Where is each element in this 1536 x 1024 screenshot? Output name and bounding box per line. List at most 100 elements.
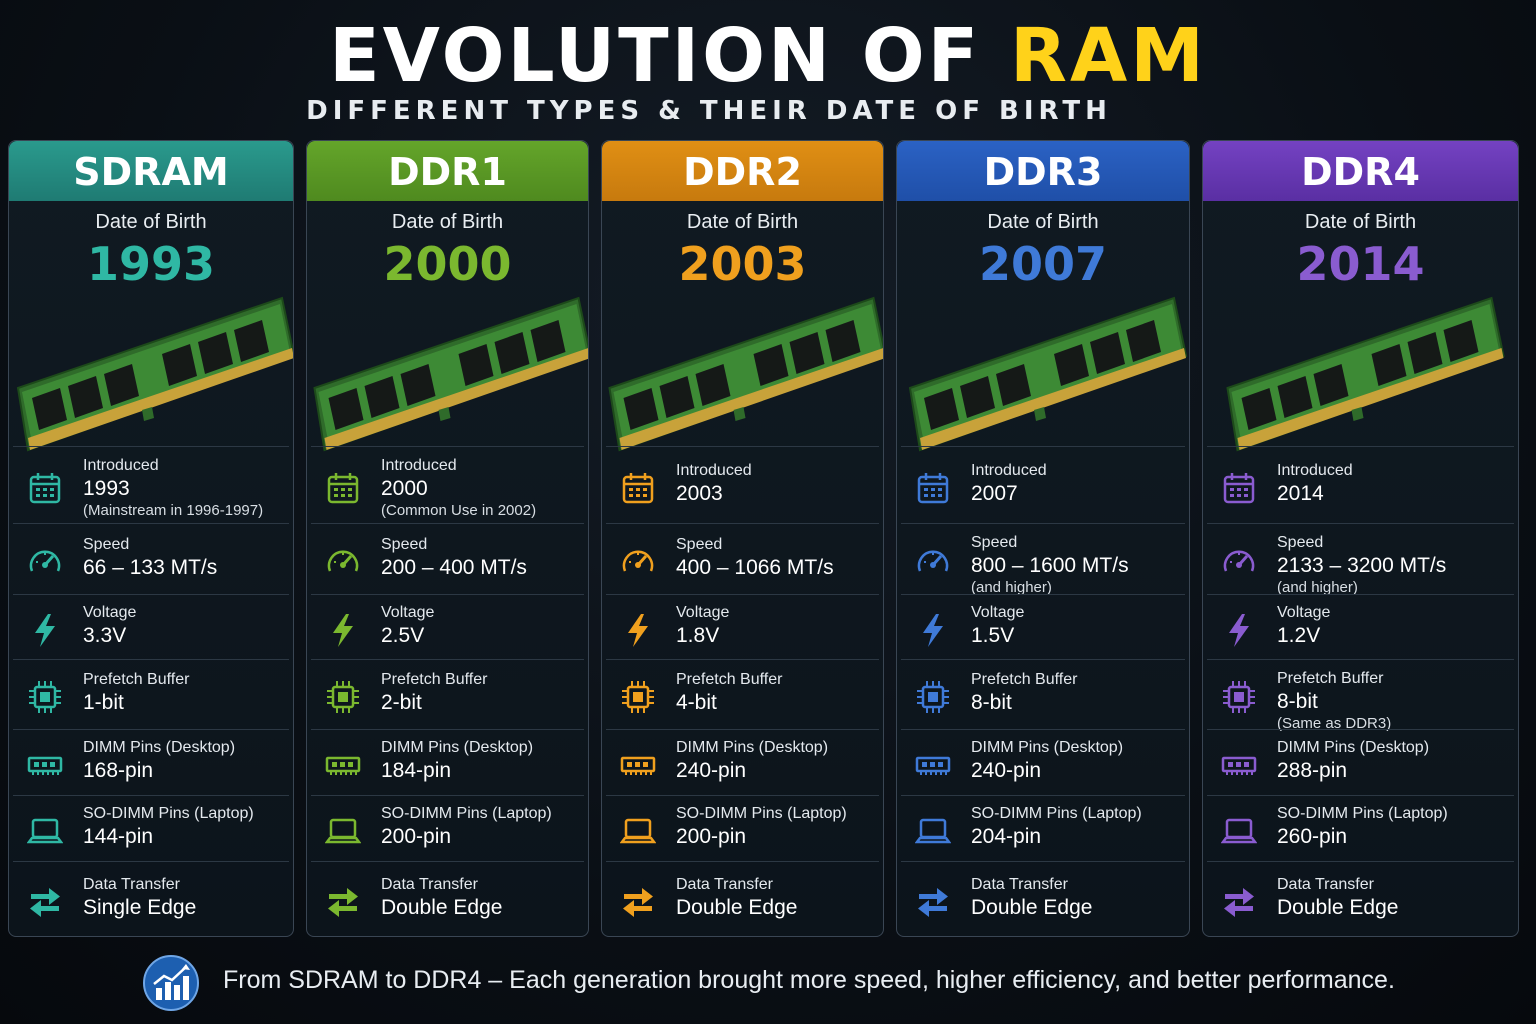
lightning-icon (325, 612, 361, 648)
card-title: DDR2 (602, 141, 883, 201)
spec-row-dimm-pins: DIMM Pins (Desktop)184-pin (311, 729, 584, 795)
date-of-birth-label: Date of Birth (391, 211, 504, 233)
spec-label: Voltage (1277, 604, 1331, 621)
calendar-icon (915, 470, 951, 506)
spec-value: 2-bit (381, 691, 422, 714)
spec-label: Speed (1277, 534, 1324, 551)
spec-value: 1-bit (83, 691, 124, 714)
spec-label: Data Transfer (381, 876, 478, 893)
spec-row-voltage: Voltage 3.3V (13, 594, 289, 659)
spec-value: 1.5V (971, 624, 1015, 647)
calendar-icon (27, 470, 63, 506)
lightning-icon (27, 612, 63, 648)
transfer-arrows-icon (27, 884, 63, 920)
chip-icon (620, 679, 656, 715)
ram-module-image (897, 292, 1189, 452)
spec-value: 1.2V (1277, 624, 1321, 647)
spec-note: (Common Use in 2002) (381, 502, 537, 519)
spec-label: Speed (83, 536, 130, 553)
ram-module-image (1203, 292, 1518, 452)
laptop-icon (324, 813, 362, 849)
calendar-icon (620, 470, 656, 506)
spec-label: Data Transfer (83, 876, 180, 893)
spec-label: SO-DIMM Pins (Laptop) (1277, 805, 1448, 822)
spec-value: 2.5V (381, 624, 425, 647)
spec-label: Data Transfer (1277, 876, 1374, 893)
spec-label: Prefetch Buffer (1277, 670, 1384, 687)
footer-text: From SDRAM to DDR4 – Each generation bro… (223, 966, 1395, 994)
spec-label: Prefetch Buffer (971, 671, 1078, 688)
spec-row-voltage: Voltage 1.2V (1207, 594, 1514, 659)
spec-label: Prefetch Buffer (381, 671, 488, 688)
spec-value: 8-bit (1277, 690, 1318, 713)
spec-label: SO-DIMM Pins (Laptop) (676, 805, 847, 822)
spec-value: 200-pin (676, 825, 747, 848)
lightning-icon (915, 612, 951, 648)
spec-row-voltage: Voltage 1.5V (901, 594, 1185, 659)
spec-value: 1.8V (676, 624, 720, 647)
chip-icon (915, 679, 951, 715)
spec-value: 144-pin (83, 825, 154, 848)
spec-row-sodimm-pins: SO-DIMM Pins (Laptop) 200-pin (606, 795, 879, 861)
spec-row-dimm-pins: DIMM Pins (Desktop)288-pin (1207, 729, 1514, 795)
spec-row-sodimm-pins: SO-DIMM Pins (Laptop)260-pin (1207, 795, 1514, 861)
birth-year: 1993 (86, 237, 216, 291)
laptop-icon (1220, 813, 1258, 849)
ram-module-image (307, 292, 588, 452)
spec-value: 200 – 400 MT/s (381, 556, 527, 579)
spec-value: 2014 (1277, 482, 1324, 505)
page-subtitle: DIFFERENT TYPES & THEIR DATE OF BIRTH (306, 96, 1112, 126)
memory-module-icon (325, 747, 361, 783)
title-accent: RAM (1009, 13, 1207, 99)
spec-row-prefetch: Prefetch Buffer 2-bit (311, 659, 584, 729)
spec-label: Introduced (676, 462, 752, 479)
ram-module-image (9, 292, 293, 452)
lightning-icon (1221, 612, 1257, 648)
spec-label: Speed (676, 536, 723, 553)
spec-label: DIMM Pins (Desktop) (676, 739, 829, 756)
spec-note: (Same as DDR3) (1277, 715, 1392, 732)
spec-label: DIMM Pins (Desktop) (971, 739, 1124, 756)
speedometer-icon (620, 544, 656, 580)
chip-icon (325, 679, 361, 715)
date-of-birth-label: Date of Birth (95, 211, 207, 233)
spec-label: Data Transfer (676, 876, 773, 893)
memory-module-icon (620, 747, 656, 783)
birth-year: 2014 (1296, 237, 1425, 291)
card-title: DDR1 (307, 141, 588, 201)
spec-label: Voltage (971, 604, 1025, 621)
transfer-arrows-icon (915, 884, 951, 920)
spec-value: 3.3V (83, 624, 127, 647)
ram-module-image (602, 292, 883, 452)
spec-label: SO-DIMM Pins (Laptop) (83, 805, 254, 822)
spec-note: (Mainstream in 1996-1997) (83, 502, 264, 519)
transfer-arrows-icon (1221, 884, 1257, 920)
spec-value: 2000 (381, 477, 428, 500)
spec-value: 200-pin (381, 825, 452, 848)
spec-label: Voltage (83, 604, 137, 621)
page-title: EVOLUTION OF RAM (0, 14, 1536, 98)
spec-label: DIMM Pins (Desktop) (381, 739, 534, 756)
chip-icon (27, 679, 63, 715)
spec-value: Double Edge (676, 896, 798, 919)
spec-row-prefetch: Prefetch Buffer 8-bit (Same as DDR3) (1207, 659, 1514, 732)
